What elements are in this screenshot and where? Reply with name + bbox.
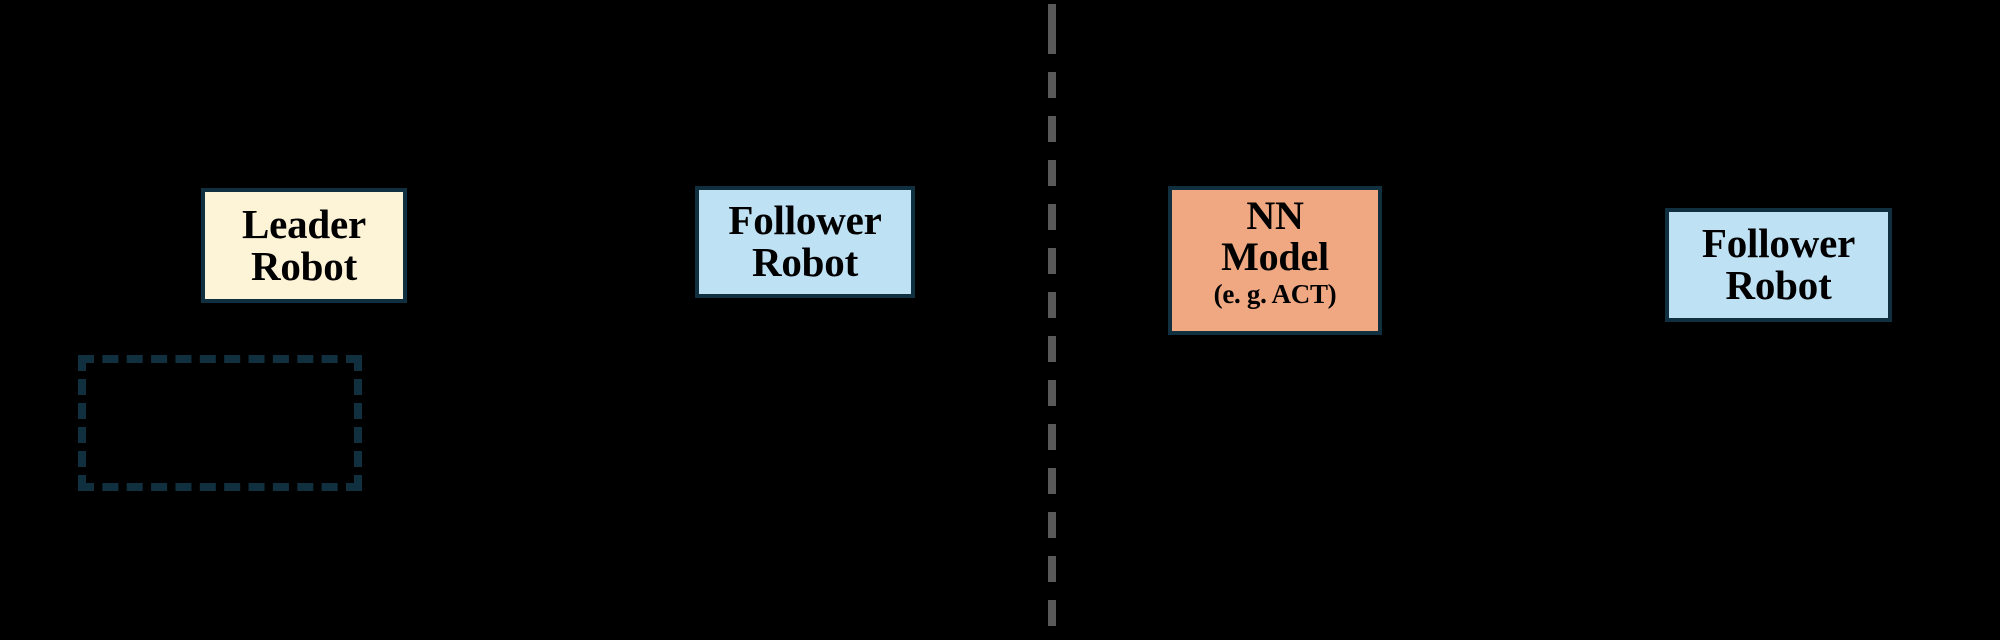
nn-model-node[interactable]: NN Model (e. g. ACT) [1168,186,1382,335]
nn-model-label-line2: Model [1221,233,1329,279]
follower-robot-teleop-label-line1: Follower [728,197,882,244]
leader-robot-node[interactable]: Leader Robot [201,188,407,303]
leader-robot-label-line2: Robot [250,242,358,289]
panel-divider [1048,0,1056,640]
nn-model-label-line1: NN [1246,193,1304,238]
panel-divider-line [1048,0,1056,640]
follower-robot-teleop-node[interactable]: Follower Robot [695,186,915,298]
leader-robot-label-line1: Leader [241,200,367,247]
nn-model-sublabel: (e. g. ACT) [1213,278,1337,309]
teleop-dashed-region [78,355,362,491]
follower-robot-inference-node[interactable]: Follower Robot [1665,208,1892,322]
follower-robot-inference-label-line2: Robot [1725,262,1832,308]
follower-robot-teleop-label-line2: Robot [751,239,859,285]
follower-robot-inference-label-line1: Follower [1701,220,1856,267]
